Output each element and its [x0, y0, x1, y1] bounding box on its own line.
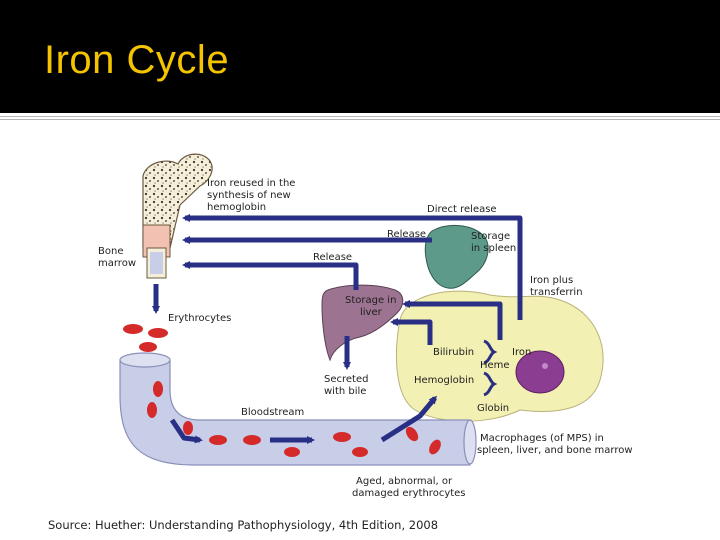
- label-iron-reused-line3: hemoglobin: [207, 202, 266, 213]
- label-secreted-bile-line1: Secreted: [324, 374, 368, 385]
- title-divider: [0, 116, 720, 117]
- label-aged-erythrocytes-line2: damaged erythrocytes: [352, 488, 466, 499]
- label-release-liver: Release: [313, 252, 352, 263]
- label-macrophages-line2: spleen, liver, and bone marrow: [477, 445, 633, 456]
- red-blood-cell-icon: [209, 435, 227, 445]
- red-blood-cell-icon: [352, 447, 368, 457]
- label-storage-spleen-line2: in spleen: [471, 243, 516, 254]
- label-storage-liver-line1: Storage in: [345, 295, 396, 306]
- spleen-organ-icon: [424, 224, 489, 289]
- red-blood-cells: [123, 324, 441, 457]
- vessel-flow-arrow-3: [380, 395, 437, 443]
- label-direct-release: Direct release: [427, 204, 497, 215]
- label-aged-erythrocytes-line1: Aged, abnormal, or: [356, 476, 453, 487]
- label-iron-plus-transferrin-line2: transferrin: [530, 287, 583, 298]
- red-blood-cell-icon: [429, 439, 441, 455]
- vessel-flow-arrow-1: [169, 418, 203, 444]
- red-blood-cell-icon: [139, 342, 157, 352]
- bilirubin-to-liver-arrow: [390, 318, 433, 345]
- red-blood-cell-icon: [183, 421, 193, 435]
- label-storage-liver-line2: liver: [360, 307, 383, 318]
- liver-organ-icon: [321, 284, 404, 362]
- source-citation: Source: Huether: Understanding Pathophys…: [48, 518, 439, 532]
- label-bilirubin: Bilirubin: [433, 347, 474, 358]
- label-iron: Iron: [512, 347, 531, 358]
- iron-to-liver-arrow: [402, 300, 503, 340]
- title-divider-secondary: [0, 119, 720, 120]
- red-blood-cell-icon: [147, 402, 157, 418]
- label-macrophages-line1: Macrophages (of MPS) in: [480, 433, 604, 444]
- red-blood-cell-icon: [405, 426, 419, 442]
- slide-title: Iron Cycle: [44, 38, 230, 82]
- red-blood-cell-icon: [243, 435, 261, 445]
- diagram-labels: Iron reused in the synthesis of new hemo…: [98, 178, 633, 499]
- direct-release-arrow: [182, 214, 523, 320]
- label-bone-marrow-line2: marrow: [98, 258, 136, 269]
- flow-arrows: [152, 214, 523, 444]
- release-from-liver-arrow: [182, 261, 359, 290]
- red-blood-cell-icon: [148, 328, 168, 338]
- label-bone-marrow-line1: Bone: [98, 246, 123, 257]
- label-heme: Heme: [480, 360, 510, 371]
- label-iron-plus-transferrin-line1: Iron plus: [530, 275, 573, 286]
- red-blood-cell-icon: [333, 432, 351, 442]
- macrophage-cell-icon: [395, 290, 604, 422]
- label-globin: Globin: [477, 403, 509, 414]
- red-blood-cell-icon: [123, 324, 143, 334]
- label-hemoglobin: Hemoglobin: [414, 375, 474, 386]
- label-iron-reused-line2: synthesis of new: [207, 190, 291, 201]
- label-storage-spleen-line1: Storage: [471, 231, 510, 242]
- label-iron-reused-line1: Iron reused in the: [207, 178, 295, 189]
- red-blood-cell-icon: [284, 447, 300, 457]
- title-bar: [0, 0, 720, 113]
- label-erythrocytes: Erythrocytes: [168, 313, 231, 324]
- label-secreted-bile-line2: with bile: [324, 386, 366, 397]
- label-bloodstream: Bloodstream: [241, 407, 304, 418]
- heme-braces: [483, 339, 498, 397]
- label-release-spleen: Release: [387, 229, 426, 240]
- femur-bone-icon: [142, 153, 213, 279]
- red-blood-cell-icon: [153, 381, 163, 397]
